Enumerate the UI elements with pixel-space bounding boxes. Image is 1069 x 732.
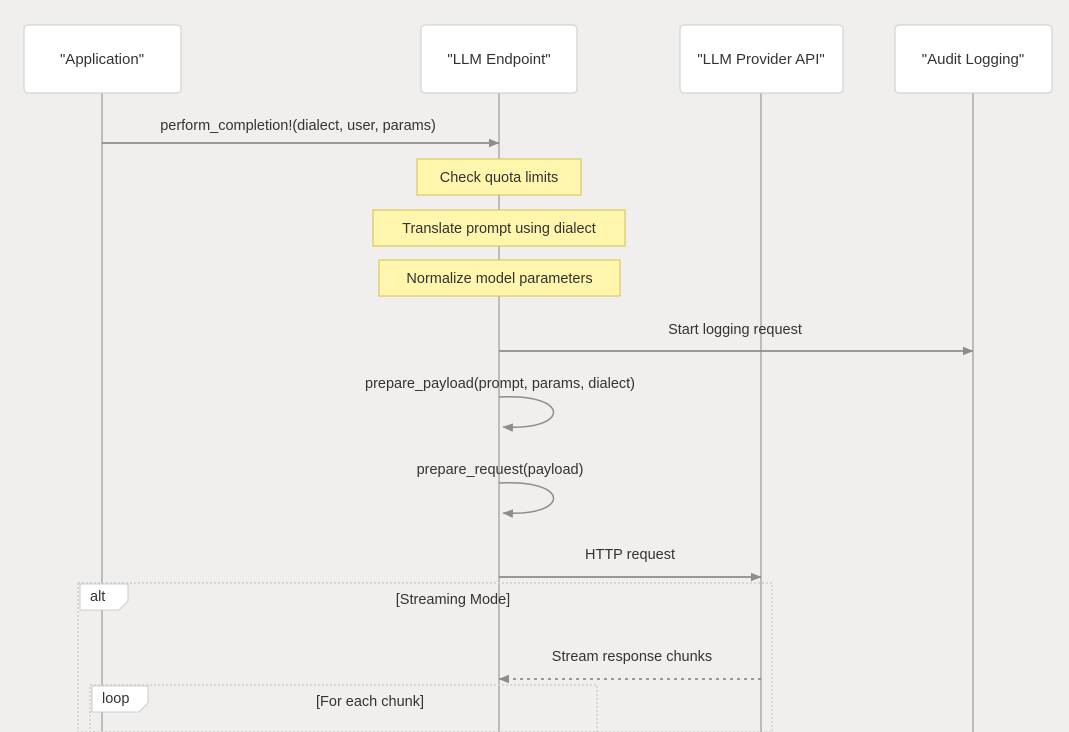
note-box-n1[interactable] [416,158,582,196]
participant-box-llm_provider_api[interactable] [679,24,844,94]
participants-group: "Application" "LLM Endpoint" "LLM Provider… [23,24,1053,94]
frame-tabs-group: alt [Streaming Mode] loop [For each chunk] [79,583,510,713]
participant-box-llm_endpoint[interactable] [420,24,578,94]
participant-box-application[interactable] [23,24,182,94]
participant-label-llm_endpoint: "LLM Endpoint" [447,51,550,68]
note-label-n1: Check quota limits [440,170,558,186]
self-message-arrow-m4 [498,482,555,518]
message-label-m4: prepare_request(payload) [417,462,584,478]
note-label-n3: Normalize model parameters [406,271,592,287]
self-message-arrow-m3 [498,396,555,432]
frame-alt-condition-label: [Streaming Mode] [396,592,510,608]
messages-group: perform_completion!(dialect, user, param… [102,118,974,684]
frame-alt-tab[interactable] [79,583,129,611]
message-label-m6: Stream response chunks [552,649,712,665]
participant-label-audit_logging: "Audit Logging" [922,51,1024,68]
message-label-m5: HTTP request [585,547,675,563]
frame-loop-tab[interactable] [91,685,149,713]
message-label-m1: perform_completion!(dialect, user, param… [160,118,436,134]
frame-loop-rect [89,684,598,732]
note-label-n2: Translate prompt using dialect [402,221,596,237]
participant-box-audit_logging[interactable] [894,24,1053,94]
frame-loop-tab-label: loop [102,691,129,707]
frames-group [77,582,773,732]
frame-loop-condition-label: [For each chunk] [316,694,424,710]
frame-alt-tab-label: alt [90,589,105,605]
message-label-m2: Start logging request [668,322,802,338]
note-box-n3[interactable] [378,259,621,297]
lifelines-group [101,93,974,732]
message-label-m3: prepare_payload(prompt, params, dialect) [365,376,635,392]
participant-label-application: "Application" [60,51,144,68]
note-box-n2[interactable] [372,209,626,247]
participant-label-llm_provider_api: "LLM Provider API" [697,51,824,68]
frame-alt-rect [77,582,773,732]
